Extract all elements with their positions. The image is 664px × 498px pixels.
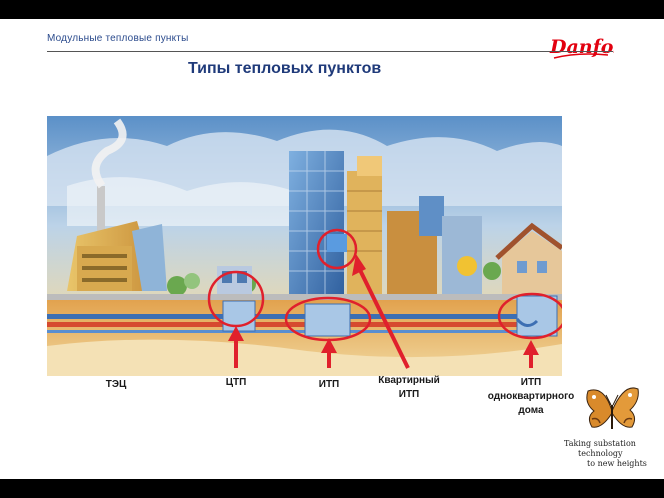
tagline-line1: Taking substation — [564, 439, 636, 448]
city-heating-illustration — [47, 116, 567, 376]
label-apartment-itp-line1: Квартирный — [378, 375, 440, 386]
section-title: Модульные тепловые пункты — [47, 33, 189, 44]
label-itp: ИТП — [318, 379, 340, 390]
header-divider — [47, 51, 613, 52]
tagline-line2: technology — [578, 449, 623, 458]
bottom-letterbox — [0, 479, 664, 498]
danfoss-logo: Danfoss — [548, 28, 635, 71]
label-apartment-itp: Квартирный ИТП — [367, 374, 451, 402]
apartment-itp-highlight-circle — [316, 228, 358, 270]
label-ctp: ЦТП — [225, 377, 247, 388]
label-house-itp-line1: ИТП — [520, 377, 542, 388]
top-letterbox — [0, 0, 664, 19]
tagline-line3: to new heights — [587, 459, 647, 468]
butterfly-illustration — [586, 387, 639, 429]
label-tec: ТЭЦ — [105, 379, 127, 390]
label-house-itp-line3: дома — [518, 405, 544, 416]
label-house-itp: ИТП одноквартирного дома — [474, 376, 588, 418]
slide-title: Типы тепловых пунктов — [188, 60, 382, 77]
brand-wordmark: Danfoss — [549, 36, 614, 58]
label-house-itp-line2: одноквартирного — [487, 391, 575, 402]
label-apartment-itp-line2: ИТП — [398, 389, 420, 400]
